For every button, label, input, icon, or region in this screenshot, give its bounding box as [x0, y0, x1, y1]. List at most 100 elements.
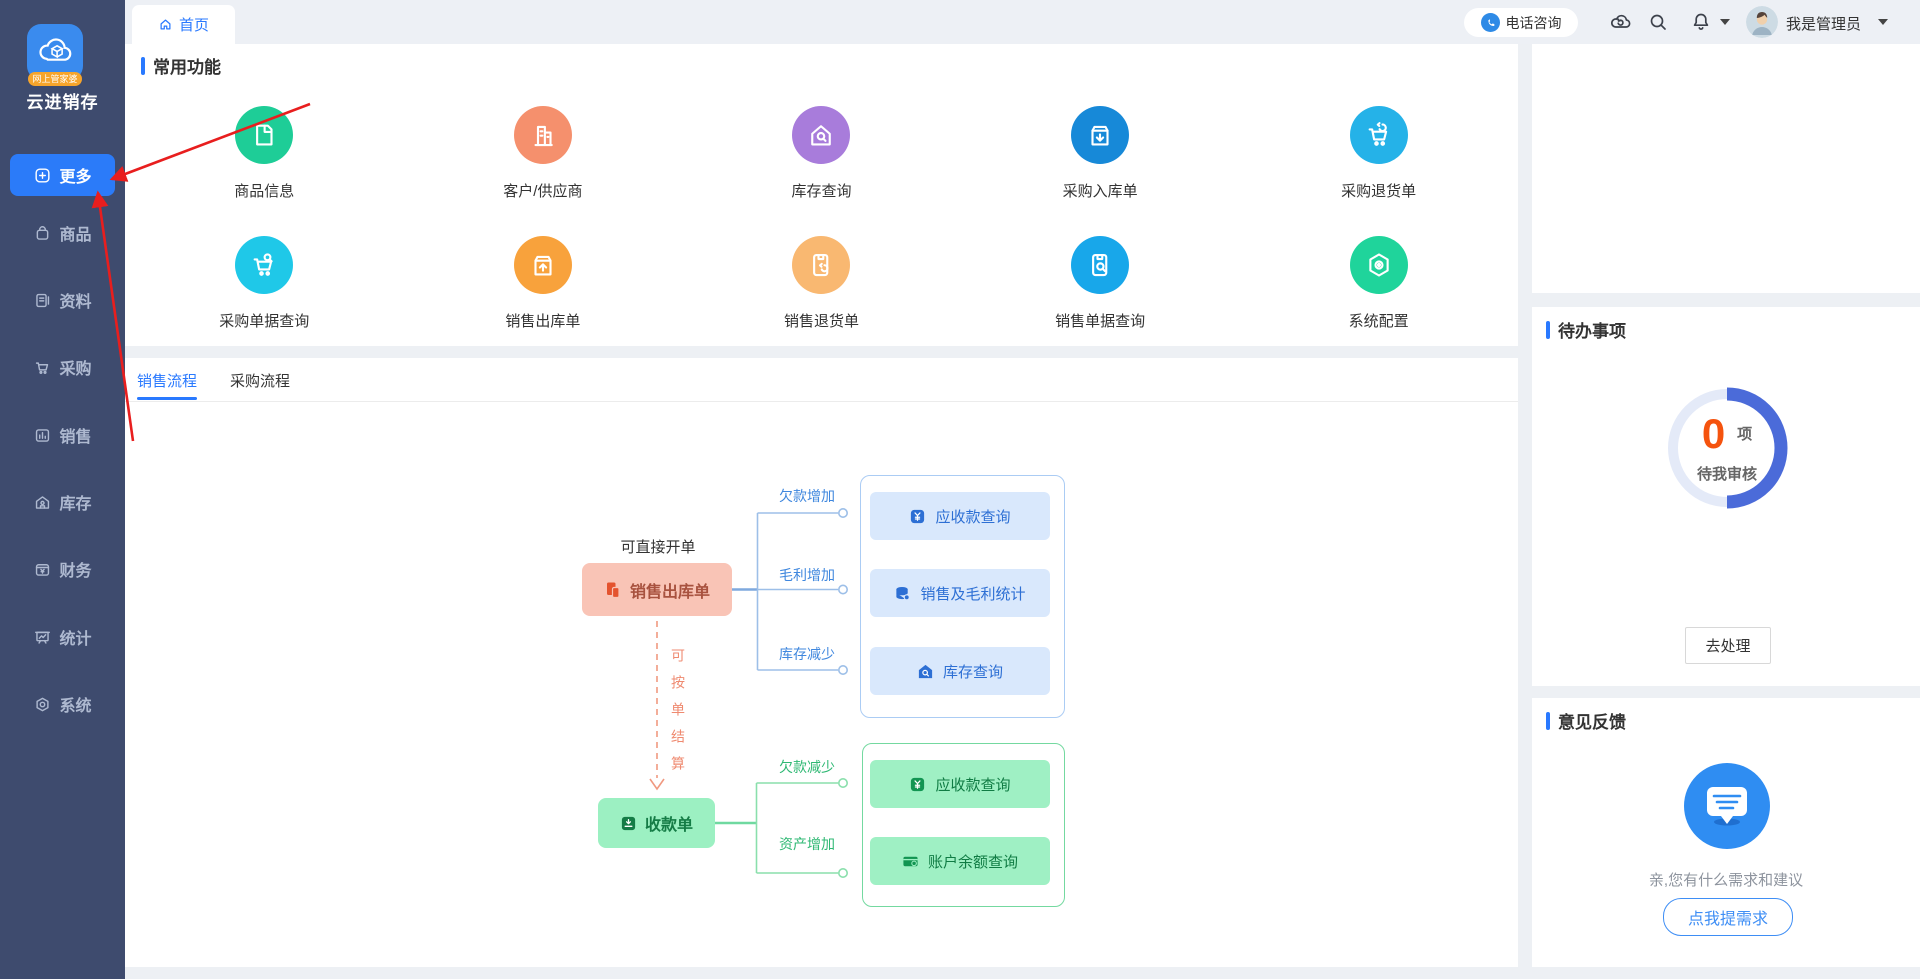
- quick-item-purchase-inbound[interactable]: 采购入库单: [961, 106, 1240, 201]
- account-card-icon: [902, 853, 919, 870]
- sidebar-item-purchase[interactable]: 采购: [0, 346, 125, 388]
- quick-item-label: 商品信息: [234, 183, 295, 200]
- quick-item-sales-outbound[interactable]: 销售出库单: [404, 236, 683, 331]
- todo-donut-chart: [1663, 384, 1791, 512]
- tab-purchase-flow[interactable]: 采购流程: [230, 373, 291, 390]
- quick-item-system-config[interactable]: 系统配置: [1239, 236, 1518, 331]
- section-bar: [1546, 711, 1550, 730]
- avatar[interactable]: [1746, 6, 1778, 38]
- sidebar-item-inventory[interactable]: 库存: [0, 481, 125, 523]
- phone-icon: [1480, 13, 1500, 32]
- sidebar-item-system[interactable]: 系统: [0, 683, 125, 725]
- quick-item-label: 系统配置: [1348, 313, 1409, 330]
- quick-item-label: 库存查询: [791, 183, 852, 200]
- action-label: 应收款查询: [935, 776, 1011, 794]
- quick-item-label: 客户/供应商: [503, 183, 583, 200]
- sidebar-item-stats[interactable]: 统计: [0, 616, 125, 658]
- sidebar-item-more[interactable]: 更多: [10, 154, 115, 196]
- sidebar-item-label: 资料: [59, 294, 92, 311]
- action-receivable-query-green[interactable]: 应收款查询: [870, 760, 1050, 808]
- action-inventory-query[interactable]: 库存查询: [870, 647, 1050, 695]
- quick-item-sales-orders[interactable]: 销售单据查询: [961, 236, 1240, 331]
- presentation-chart-icon: [33, 628, 52, 647]
- branch-label-debt-decrease: 欠款减少: [779, 759, 835, 775]
- receivable-icon: [909, 508, 926, 525]
- purchase-inbound-icon: [1071, 106, 1130, 164]
- username[interactable]: 我是管理员: [1786, 16, 1862, 33]
- sidebar-item-finance[interactable]: 财务: [0, 548, 125, 590]
- node-label: 销售出库单: [629, 583, 710, 601]
- quick-item-goods-info[interactable]: 商品信息: [125, 106, 404, 201]
- inventory-query-small-icon: [917, 663, 934, 680]
- inventory-query-icon: [792, 106, 851, 164]
- quick-item-label: 销售退货单: [783, 313, 859, 330]
- todo-count: 0: [1701, 409, 1726, 457]
- sidebar-item-label: 更多: [59, 169, 92, 186]
- sidebar-item-goods[interactable]: 商品: [0, 212, 125, 254]
- sales-outbound-icon: [513, 236, 572, 294]
- branch-label-debt-increase: 欠款增加: [779, 488, 835, 504]
- note-direct-billing: 可直接开单: [620, 539, 696, 556]
- system-config-icon: [1349, 236, 1408, 294]
- cart-icon: [33, 358, 52, 377]
- bar-chart-icon: [33, 426, 52, 445]
- sidebar-item-data[interactable]: 资料: [0, 279, 125, 321]
- phone-consult-button[interactable]: 电话咨询: [1464, 8, 1578, 37]
- search-icon[interactable]: [1646, 10, 1670, 34]
- todo-caption: 待我审核: [1696, 465, 1757, 483]
- todo-donut-center: 0 项 待我审核: [1663, 384, 1791, 512]
- quick-item-sales-return[interactable]: 销售退货单: [682, 236, 961, 331]
- chevron-down-icon[interactable]: [1720, 19, 1730, 25]
- action-receivable-query[interactable]: 应收款查询: [870, 492, 1050, 540]
- sales-orders-icon: [1071, 236, 1130, 294]
- node-label: 收款单: [644, 817, 693, 834]
- action-account-balance-query[interactable]: 账户余额查询: [870, 837, 1050, 885]
- logo-badge: 网上管家婆: [28, 72, 82, 86]
- quick-item-label: 销售单据查询: [1055, 313, 1146, 330]
- section-bar: [141, 56, 145, 75]
- node-receipt[interactable]: 收款单: [598, 798, 715, 848]
- tab-home[interactable]: 首页: [132, 5, 235, 44]
- todo-process-button[interactable]: 去处理: [1685, 627, 1771, 664]
- section-bar: [1546, 320, 1550, 339]
- quick-item-label: 采购单据查询: [219, 313, 310, 330]
- section-title: 常用功能: [153, 58, 221, 77]
- cloud-sync-icon[interactable]: [1608, 10, 1632, 34]
- section-header-todo: 待办事项: [1546, 317, 1626, 342]
- flow-tabs: 销售流程 采购流程: [137, 370, 290, 400]
- sidebar-item-sales[interactable]: 销售: [0, 414, 125, 456]
- bell-icon[interactable]: [1689, 10, 1713, 34]
- sidebar-item-label: 财务: [59, 563, 92, 580]
- app-title: 云进销存: [26, 93, 99, 112]
- quick-item-label: 采购入库单: [1062, 183, 1138, 200]
- sidebar-item-label: 统计: [59, 631, 92, 648]
- quick-item-inventory-query[interactable]: 库存查询: [682, 106, 961, 201]
- section-header-feedback: 意见反馈: [1546, 708, 1626, 733]
- quick-row-1: 商品信息 客户/供应商 库存查询 采购入库单: [125, 106, 1518, 201]
- quick-item-label: 采购退货单: [1341, 183, 1417, 200]
- quick-functions-card: 常用功能 商品信息 客户/供应商 库存查询: [125, 44, 1518, 346]
- customer-supplier-icon: [513, 106, 572, 164]
- action-label: 销售及毛利统计: [920, 585, 1026, 603]
- receipt-icon: [620, 815, 637, 832]
- quick-item-purchase-return[interactable]: 采购退货单: [1239, 106, 1518, 201]
- tab-sales-flow[interactable]: 销售流程: [137, 370, 198, 400]
- note-settle-by-order: 可按单结算: [670, 648, 686, 783]
- phone-consult-label: 电话咨询: [1505, 14, 1562, 31]
- feedback-request-button[interactable]: 点我提需求: [1663, 898, 1793, 936]
- chevron-down-icon[interactable]: [1878, 19, 1888, 25]
- money-box-icon: [33, 560, 52, 579]
- documents-icon: [33, 291, 52, 310]
- app-logo: 网上管家婆: [27, 24, 83, 86]
- sales-doc-icon: [604, 581, 622, 599]
- action-sales-profit-stats[interactable]: 销售及毛利统计: [870, 569, 1050, 617]
- todo-unit: 项: [1737, 426, 1753, 443]
- quick-item-purchase-orders[interactable]: 采购单据查询: [125, 236, 404, 331]
- quick-item-customer-supplier[interactable]: 客户/供应商: [404, 106, 683, 201]
- node-sales-outbound[interactable]: 销售出库单: [582, 563, 732, 616]
- gear-icon: [33, 695, 52, 714]
- sidebar: 网上管家婆 云进销存 更多 商品 资料 采购 销售 库存 财务: [0, 0, 125, 979]
- sidebar-item-label: 采购: [59, 361, 92, 378]
- action-label: 应收款查询: [935, 508, 1011, 526]
